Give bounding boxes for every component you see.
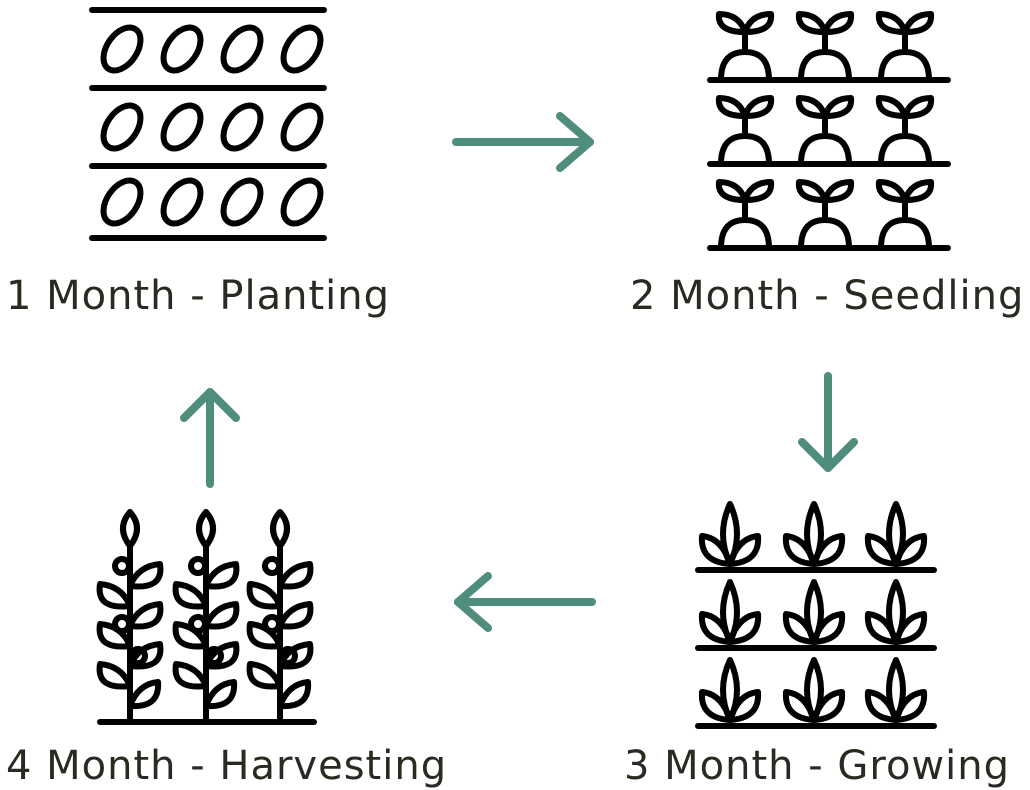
leafy-plant-rows-icon: [695, 501, 937, 729]
sprout-rows-icon: [707, 11, 951, 251]
arrow-left-icon: [454, 572, 596, 632]
stage-label-growing: 3 Month - Growing: [624, 743, 1011, 789]
seed-rows-icon: [89, 7, 327, 241]
stage-label-seedling: 2 Month - Seedling: [630, 273, 1025, 319]
stage-label-planting: 1 Month - Planting: [6, 273, 391, 319]
arrow-down-icon: [798, 372, 858, 472]
grain-stalks-icon: [96, 509, 317, 725]
stage-label-harvesting: 4 Month - Harvesting: [6, 743, 448, 789]
arrow-right-icon: [452, 112, 594, 172]
arrow-up-icon: [180, 388, 240, 488]
